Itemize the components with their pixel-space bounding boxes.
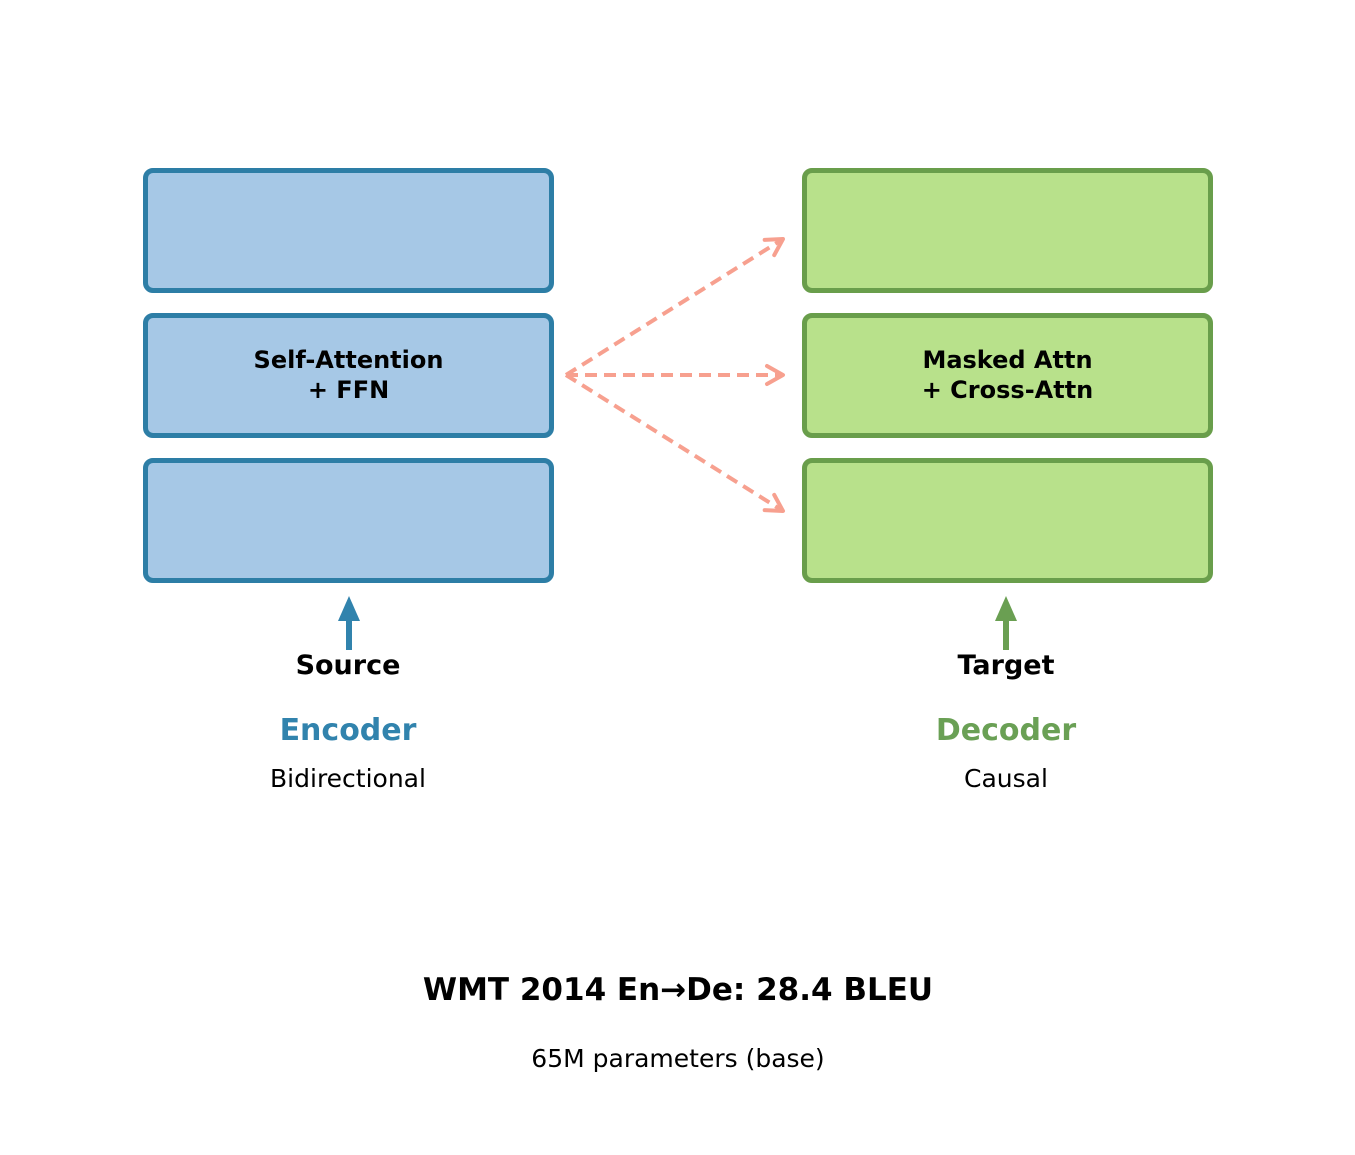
- decoder-title: Decoder: [935, 713, 1077, 748]
- encoder-subtitle: Bidirectional: [270, 764, 426, 793]
- cross-attention-arrows: [564, 237, 785, 513]
- target-label: Target: [957, 650, 1055, 681]
- decoder-layer-box-bottom: [802, 458, 1213, 583]
- benchmark-caption: WMT 2014 En→De: 28.4 BLEU: [422, 972, 934, 1008]
- decoder-layer-box-middle: Masked Attn + Cross-Attn: [802, 313, 1213, 438]
- decoder-layer-box-top: [802, 168, 1213, 293]
- decoder-box-label-line2: + Cross-Attn: [921, 375, 1094, 404]
- encoder-box-label-line2: + FFN: [307, 375, 390, 404]
- target-input-arrow-icon: [995, 596, 1017, 650]
- cross-attn-arrow-top: [564, 237, 785, 377]
- parameters-caption: 65M parameters (base): [531, 1044, 825, 1073]
- encoder-box-label-line1: Self-Attention: [253, 346, 444, 375]
- cross-attn-arrow-bottom: [564, 373, 785, 513]
- decoder-subtitle: Causal: [964, 764, 1048, 793]
- encoder-layer-box-bottom: [143, 458, 554, 583]
- encoder-layer-box-middle: Self-Attention + FFN: [143, 313, 554, 438]
- encoder-layer-box-top: [143, 168, 554, 293]
- source-input-arrow-icon: [338, 596, 360, 650]
- decoder-box-label-line1: Masked Attn: [922, 346, 1093, 375]
- source-label: Source: [295, 650, 401, 681]
- encoder-title: Encoder: [279, 713, 417, 748]
